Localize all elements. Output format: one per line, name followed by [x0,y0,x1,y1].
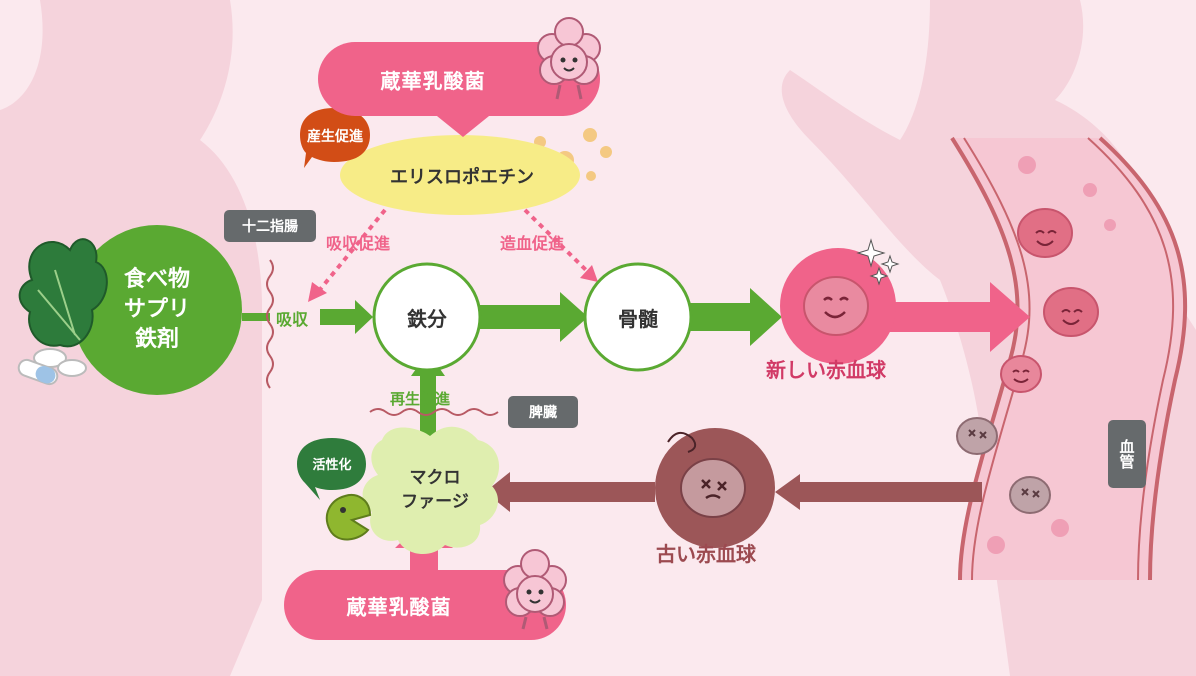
erythropoietin-label: エリスロポエチン [390,167,534,188]
vessel-wall-right [1098,136,1187,581]
marrow-node [583,262,693,372]
macrophage-line-2: ファージ [401,492,469,512]
food-line-3: 鉄剤 [134,327,179,352]
red-blood-cell-icon [1017,208,1073,258]
epo-badge-label: 産生促進 [307,129,363,145]
macrophage-label: マクロ ファージ [380,462,490,518]
iron-label: 鉄分 [407,306,447,331]
macrophage-blob [362,426,500,555]
sparkle-icon [856,238,886,268]
lactic-acid-bacteria-character-icon [503,549,567,630]
old-rbc-to-macrophage-arrow [485,472,655,512]
sparkle-icon [869,266,889,286]
new-rbc-label: 新しい赤血球 [766,358,886,382]
pills-icon [17,348,87,386]
dizzy-icon [667,431,697,453]
duodenum-line [266,259,274,389]
absorb-promote-label: 吸収促進 [326,234,391,253]
hemato-promote-arrowhead [580,265,598,282]
food-node [72,225,242,395]
duodenum-tag: 十二指腸 [224,210,316,242]
lactic-acid-bacteria-character-icon [537,17,601,100]
food-line-1: 食べ物 [123,267,190,292]
spleen-line [369,408,499,416]
bacteria-to-epo-arrow [432,96,494,137]
absorb-arrow [320,300,373,334]
red-blood-cell-icon [1000,355,1042,393]
iron-node [372,262,482,372]
top-bacteria-label: 蔵華乳酸菌 [380,68,486,93]
absorb-label: 吸収 [276,310,309,329]
activation-badge-label: 活性化 [312,458,352,473]
bottom-bacteria-pill [284,570,566,640]
vessel-wall-right-inner [1087,137,1174,581]
marrow-to-rbc-arrow [690,288,782,346]
bottom-bacteria-label: 蔵華乳酸菌 [346,594,452,619]
vessel-to-old-rbc-arrow [775,474,982,510]
old-rbc-label: 古い赤血球 [656,542,756,566]
regen-promote-label: 再生促進 [390,390,451,408]
absorb-promote-arrowhead [308,282,327,302]
spleen-tag: 脾臓 [508,396,578,428]
macrophage-line-1: マクロ [409,468,461,488]
old-blood-cell-icon [956,417,998,455]
epo-badge-bubble [300,108,370,168]
iron-to-marrow-arrow [480,292,588,342]
hemato-promote-label: 造血促進 [500,234,565,253]
spinach-icon [18,238,108,348]
erythropoietin-ellipse [340,135,580,215]
new-rbc-to-vessel-arrow [885,282,1030,352]
food-label: 食べ物 サプリ 鉄剤 [92,255,222,365]
marrow-label: 骨髄 [618,306,658,331]
red-blood-cell-icon [1043,287,1099,337]
food-line-2: サプリ [123,297,190,322]
vessel-tag: 血管 [1108,420,1146,488]
sparkle-icon [880,254,900,274]
activation-badge-bubble [297,438,366,500]
macrophage-to-iron-arrow [411,352,445,440]
old-blood-cell-icon [1009,476,1051,514]
macrophage-character-icon [325,494,372,541]
top-bacteria-pill [318,42,600,116]
